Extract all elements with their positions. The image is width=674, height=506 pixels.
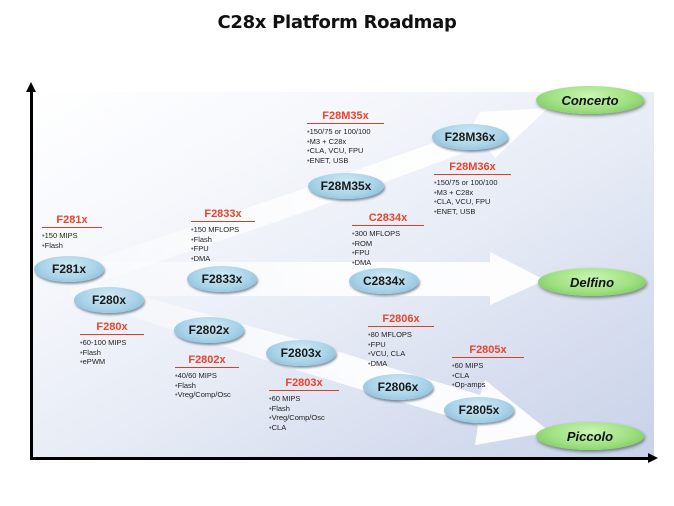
chip-f2805x: F2805x [444, 397, 514, 423]
details-f28m35x: F28M35x 150/75 or 100/100 M3 + C28x CLA,… [307, 110, 384, 165]
concerto-path-arrow [70, 108, 548, 285]
feature-item: FPU [191, 244, 255, 254]
details-heading: F28M35x [307, 110, 384, 124]
feature-item: 60-100 MIPS [80, 338, 144, 348]
details-f2806x: F2806x 80 MFLOPS FPU VCU, CLA DMA [368, 313, 434, 368]
feature-item: 60 MIPS [452, 361, 524, 371]
feature-item: 300 MFLOPS [352, 229, 424, 239]
details-heading: F2833x [191, 208, 255, 222]
details-heading: F2806x [368, 313, 434, 327]
feature-item: CLA [452, 371, 524, 381]
feature-item: Vreg/Comp/Osc [269, 413, 339, 423]
feature-item: FPU [352, 248, 424, 258]
feature-item: CLA, VCU, FPU [434, 197, 511, 207]
details-heading: F28M36x [434, 161, 511, 175]
family-piccolo: Piccolo [536, 422, 644, 450]
feature-item: Vreg/Comp/Osc [175, 390, 239, 400]
family-concerto: Concerto [536, 86, 644, 114]
feature-item: 60 MIPS [269, 394, 339, 404]
feature-item: ENET, USB [307, 156, 384, 166]
feature-item: ePWM [80, 357, 144, 367]
feature-item: 40/60 MIPS [175, 371, 239, 381]
feature-item: M3 + C28x [307, 137, 384, 147]
feature-item: DMA [368, 359, 434, 369]
chip-c2834x: C2834x [349, 268, 419, 294]
feature-item: 150 MFLOPS [191, 225, 255, 235]
chip-f2803x: F2803x [266, 340, 336, 366]
chip-f28m36x: F28M36x [432, 124, 508, 150]
chip-f2806x: F2806x [363, 374, 433, 400]
details-heading: F2802x [175, 354, 239, 368]
x-axis-arrowhead [648, 453, 658, 463]
feature-item: Flash [191, 235, 255, 245]
details-heading: C2834x [352, 212, 424, 226]
feature-item: M3 + C28x [434, 188, 511, 198]
details-c2834x: C2834x 300 MFLOPS ROM FPU DMA [352, 212, 424, 267]
feature-item: 150/75 or 100/100 [307, 127, 384, 137]
chip-f28m35x: F28M35x [308, 173, 384, 199]
feature-item: ENET, USB [434, 207, 511, 217]
details-f2805x: F2805x 60 MIPS CLA Op-amps [452, 344, 524, 390]
feature-item: CLA, VCU, FPU [307, 146, 384, 156]
feature-item: ROM [352, 239, 424, 249]
feature-item: VCU, CLA [368, 349, 434, 359]
feature-item: Flash [80, 348, 144, 358]
feature-item: Op-amps [452, 380, 524, 390]
feature-item: CLA [269, 423, 339, 433]
details-heading: F280x [80, 321, 144, 335]
details-f281x: F281x 150 MIPS Flash [42, 214, 102, 250]
details-f2833x: F2833x 150 MFLOPS Flash FPU DMA [191, 208, 255, 263]
chip-f2802x: F2802x [174, 317, 244, 343]
x-axis [30, 457, 650, 460]
chip-f2833x: F2833x [187, 266, 257, 292]
feature-item: Flash [269, 404, 339, 414]
feature-item: Flash [42, 241, 102, 251]
feature-item: 150/75 or 100/100 [434, 178, 511, 188]
feature-item: DMA [352, 258, 424, 268]
details-f2802x: F2802x 40/60 MIPS Flash Vreg/Comp/Osc [175, 354, 239, 400]
details-f28m36x: F28M36x 150/75 or 100/100 M3 + C28x CLA,… [434, 161, 511, 216]
feature-item: 80 MFLOPS [368, 330, 434, 340]
feature-item: Flash [175, 381, 239, 391]
y-axis-arrowhead [26, 82, 36, 92]
details-f280x: F280x 60-100 MIPS Flash ePWM [80, 321, 144, 367]
details-f2803x: F2803x 60 MIPS Flash Vreg/Comp/Osc CLA [269, 377, 339, 432]
details-heading: F2805x [452, 344, 524, 358]
details-heading: F281x [42, 214, 102, 228]
y-axis [30, 90, 33, 460]
delfino-path-arrow [70, 252, 545, 305]
details-heading: F2803x [269, 377, 339, 391]
feature-item: FPU [368, 340, 434, 350]
page-title: C28x Platform Roadmap [217, 12, 457, 33]
feature-item: DMA [191, 254, 255, 264]
chip-f280x: F280x [74, 287, 144, 313]
chip-f281x: F281x [34, 256, 104, 282]
feature-item: 150 MIPS [42, 231, 102, 241]
family-delfino: Delfino [538, 268, 646, 296]
